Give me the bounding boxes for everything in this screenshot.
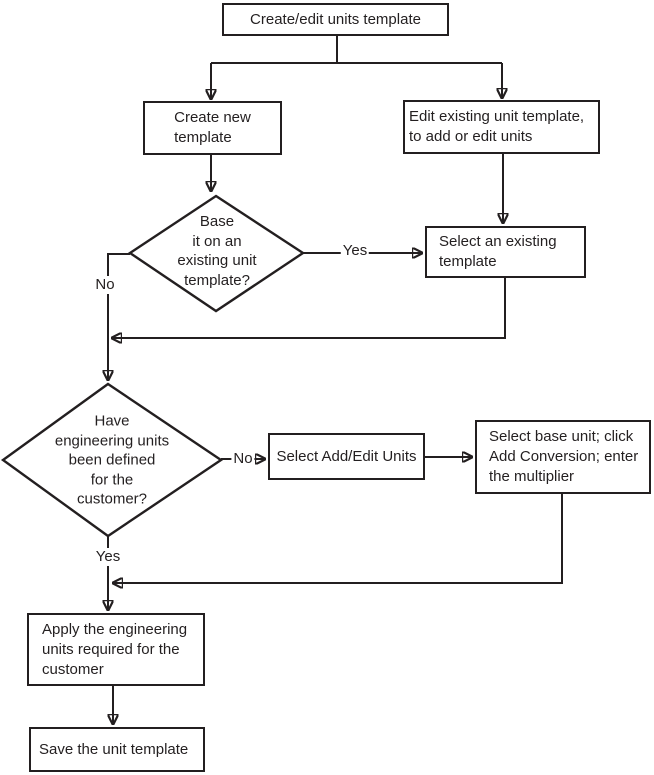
decision-units-defined-label: Have engineering units been defined for … [54,412,170,508]
edge-select-existing-merge [112,278,506,338]
node-save-unit-template-label: Save the unit template [39,740,189,758]
node-create-new-template-label: Create new template [174,109,251,146]
node-select-base-unit: Select base unit; click Add Conversion; … [475,420,651,494]
edge-label-units-yes: Yes [93,548,123,566]
decision-base-on-existing-shape [127,194,306,313]
node-select-add-edit-units: Select Add/Edit Units [268,433,425,480]
edge-label-base-yes: Yes [340,242,370,260]
node-save-unit-template: Save the unit template [29,727,205,772]
node-apply-engineering-units: Apply the engineering units required for… [27,613,205,686]
node-select-existing-template: Select an existing template [425,226,586,278]
edge-label-units-no: No [231,450,255,468]
node-create-new-template: Create new template [143,101,282,155]
node-apply-engineering-units-label: Apply the engineering units required for… [42,620,188,678]
node-edit-existing-template: Edit existing unit template, to add or e… [403,100,600,154]
node-start-label: Create/edit units template [250,10,421,28]
node-select-base-unit-label: Select base unit; click Add Conversion; … [489,428,639,485]
node-select-add-edit-units-label: Select Add/Edit Units [276,447,417,465]
edge-label-base-no: No [93,276,117,294]
node-edit-existing-template-label: Edit existing unit template, to add or e… [409,108,585,145]
edge-base-no [108,253,130,380]
node-start: Create/edit units template [222,3,449,36]
node-select-existing-template-label: Select an existing template [439,233,557,270]
edge-select-base-merge [113,494,563,583]
decision-base-on-existing-label: Base it on an existing unit template? [177,213,257,289]
